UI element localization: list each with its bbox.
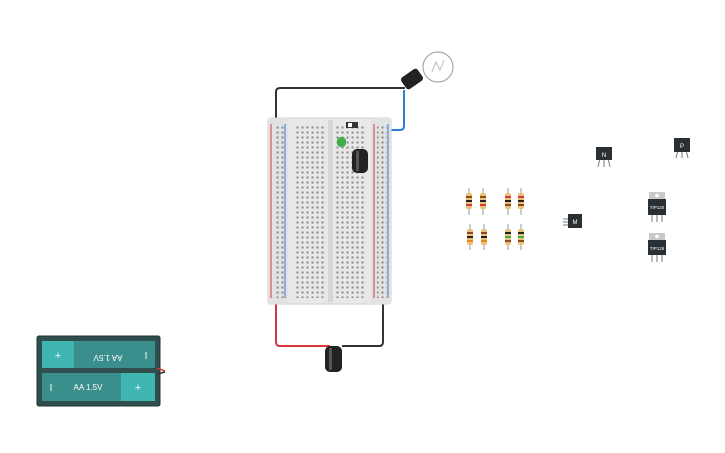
battery-pack[interactable]: + I AA 1.5V I + AA 1.5V (36, 335, 166, 407)
slide-switch[interactable] (346, 122, 358, 128)
power-transistor-2-label: TIP125 (650, 246, 665, 251)
resistor[interactable] (518, 224, 524, 250)
mosfet-label: M (573, 220, 578, 226)
battery-cell-bottom[interactable]: I + AA 1.5V (42, 373, 155, 401)
wires (275, 87, 405, 347)
blue-wire-bulb[interactable] (384, 90, 405, 131)
resistor[interactable] (505, 224, 511, 250)
resistor[interactable] (466, 188, 472, 215)
capacitor-bottom[interactable] (325, 346, 342, 372)
red-wire-battery[interactable] (275, 300, 330, 347)
light-bulb[interactable] (400, 51, 454, 90)
resistors (466, 188, 524, 250)
capacitor-breadboard[interactable] (352, 149, 368, 173)
black-wire-bulb[interactable] (275, 87, 405, 124)
resistor[interactable] (467, 224, 473, 250)
green-led[interactable] (337, 137, 346, 147)
battery-bottom-minus: I (50, 383, 53, 394)
pnp-label: P (680, 144, 684, 150)
mosfet-transistor[interactable]: M (563, 214, 582, 228)
resistor[interactable] (518, 188, 524, 215)
resistor[interactable] (480, 188, 486, 215)
npn-label: N (602, 153, 606, 159)
power-transistor-2[interactable]: TIP125 (648, 233, 666, 262)
power-transistor-1-label: TIP120 (650, 205, 665, 210)
battery-top-label: AA 1.5V (93, 353, 123, 362)
black-wire-battery[interactable] (342, 300, 384, 347)
resistor[interactable] (505, 188, 511, 215)
breadboard[interactable] (267, 117, 392, 305)
power-transistor-1[interactable]: TIP120 (648, 192, 666, 222)
battery-top-plus: + (55, 350, 61, 362)
battery-cell-top[interactable]: + I AA 1.5V (42, 341, 155, 368)
resistor[interactable] (481, 224, 487, 250)
battery-bottom-plus: + (135, 382, 141, 394)
pnp-transistor[interactable]: P (674, 138, 690, 159)
npn-transistor[interactable]: N (596, 147, 612, 168)
battery-top-minus: I (145, 351, 148, 362)
battery-bottom-label: AA 1.5V (74, 383, 104, 392)
